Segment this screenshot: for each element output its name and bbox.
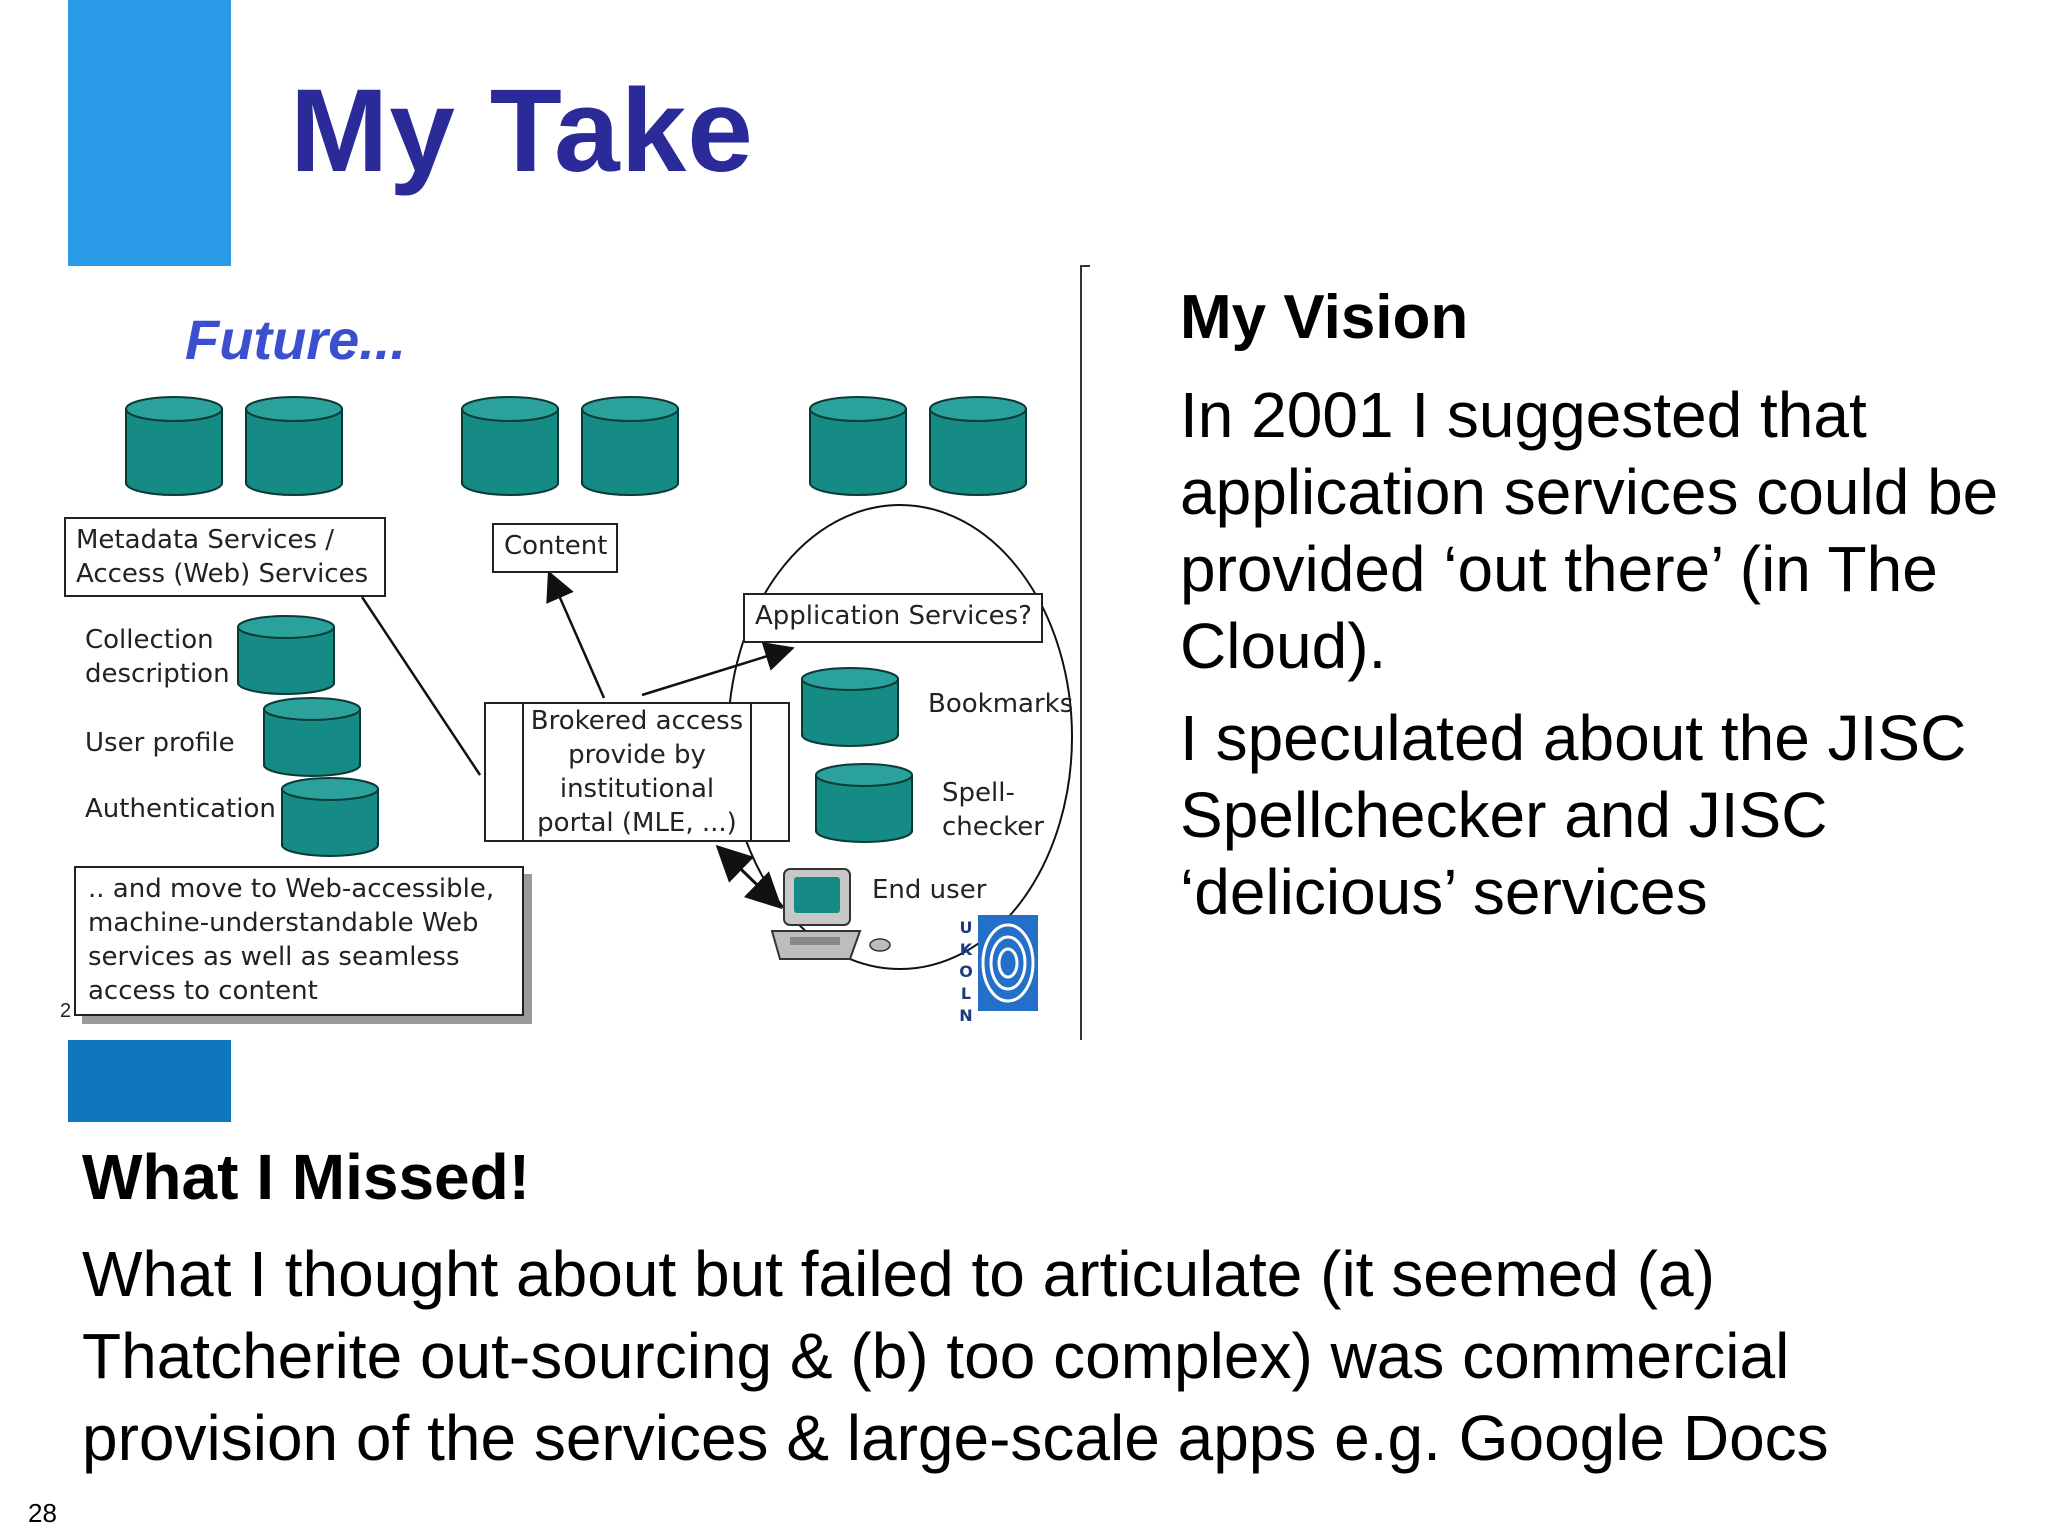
accent-bar-top	[68, 0, 231, 266]
database-icon	[125, 396, 223, 496]
ukoln-logo	[978, 915, 1038, 1011]
missed-paragraph: What I thought about but failed to artic…	[82, 1238, 1829, 1474]
user-profile-label: User profile	[85, 728, 235, 758]
column-divider-tick	[1080, 265, 1090, 267]
authentication-label: Authentication	[85, 794, 276, 824]
database-icon	[801, 667, 899, 747]
database-icon	[815, 763, 913, 843]
collection-description-label: Collection description	[85, 625, 230, 689]
diagram-graphics	[125, 396, 1073, 1011]
database-icon	[245, 396, 343, 496]
database-icon	[281, 777, 379, 857]
database-icon	[237, 615, 335, 695]
database-icon	[581, 396, 679, 496]
slide-title: My Take	[290, 65, 754, 197]
database-icon	[461, 396, 559, 496]
connector-double-arrow	[715, 844, 783, 910]
connector-arrow	[641, 642, 795, 697]
future-diagram: Future... Metadata Services / Access (We…	[60, 255, 1095, 1045]
connector-line	[360, 596, 482, 776]
vision-paragraph-2: I speculated about the JISC Spellchecker…	[1180, 702, 1967, 928]
bookmarks-label: Bookmarks	[928, 689, 1074, 719]
content-box: Content	[492, 523, 618, 573]
vision-paragraph-1: In 2001 I suggested that application ser…	[1180, 379, 1999, 682]
end-user-label: End user	[872, 875, 987, 905]
database-icon	[929, 396, 1027, 496]
application-services-box: Application Services?	[743, 593, 1043, 643]
slide-number: 28	[28, 1498, 57, 1528]
spellchecker-label: Spell-checker	[942, 778, 1044, 842]
computer-icon	[770, 868, 891, 960]
connector-arrow	[546, 570, 606, 699]
missed-heading: What I Missed!	[82, 1141, 531, 1213]
diagram-page-number: 2	[60, 1000, 72, 1022]
database-icon	[263, 697, 361, 777]
brokered-access-box: Brokered access provide by institutional…	[484, 702, 790, 842]
ukoln-logo-text: UKOLN	[959, 918, 973, 1025]
metadata-services-box: Metadata Services / Access (Web) Service…	[64, 517, 386, 597]
database-icon	[809, 396, 907, 496]
diagram-heading: Future...	[185, 308, 406, 371]
accent-bar-middle	[68, 1040, 231, 1122]
note-box: .. and move to Web-accessible, machine-u…	[74, 866, 524, 1016]
column-divider	[1080, 265, 1082, 1040]
vision-heading: My Vision	[1180, 283, 1469, 352]
